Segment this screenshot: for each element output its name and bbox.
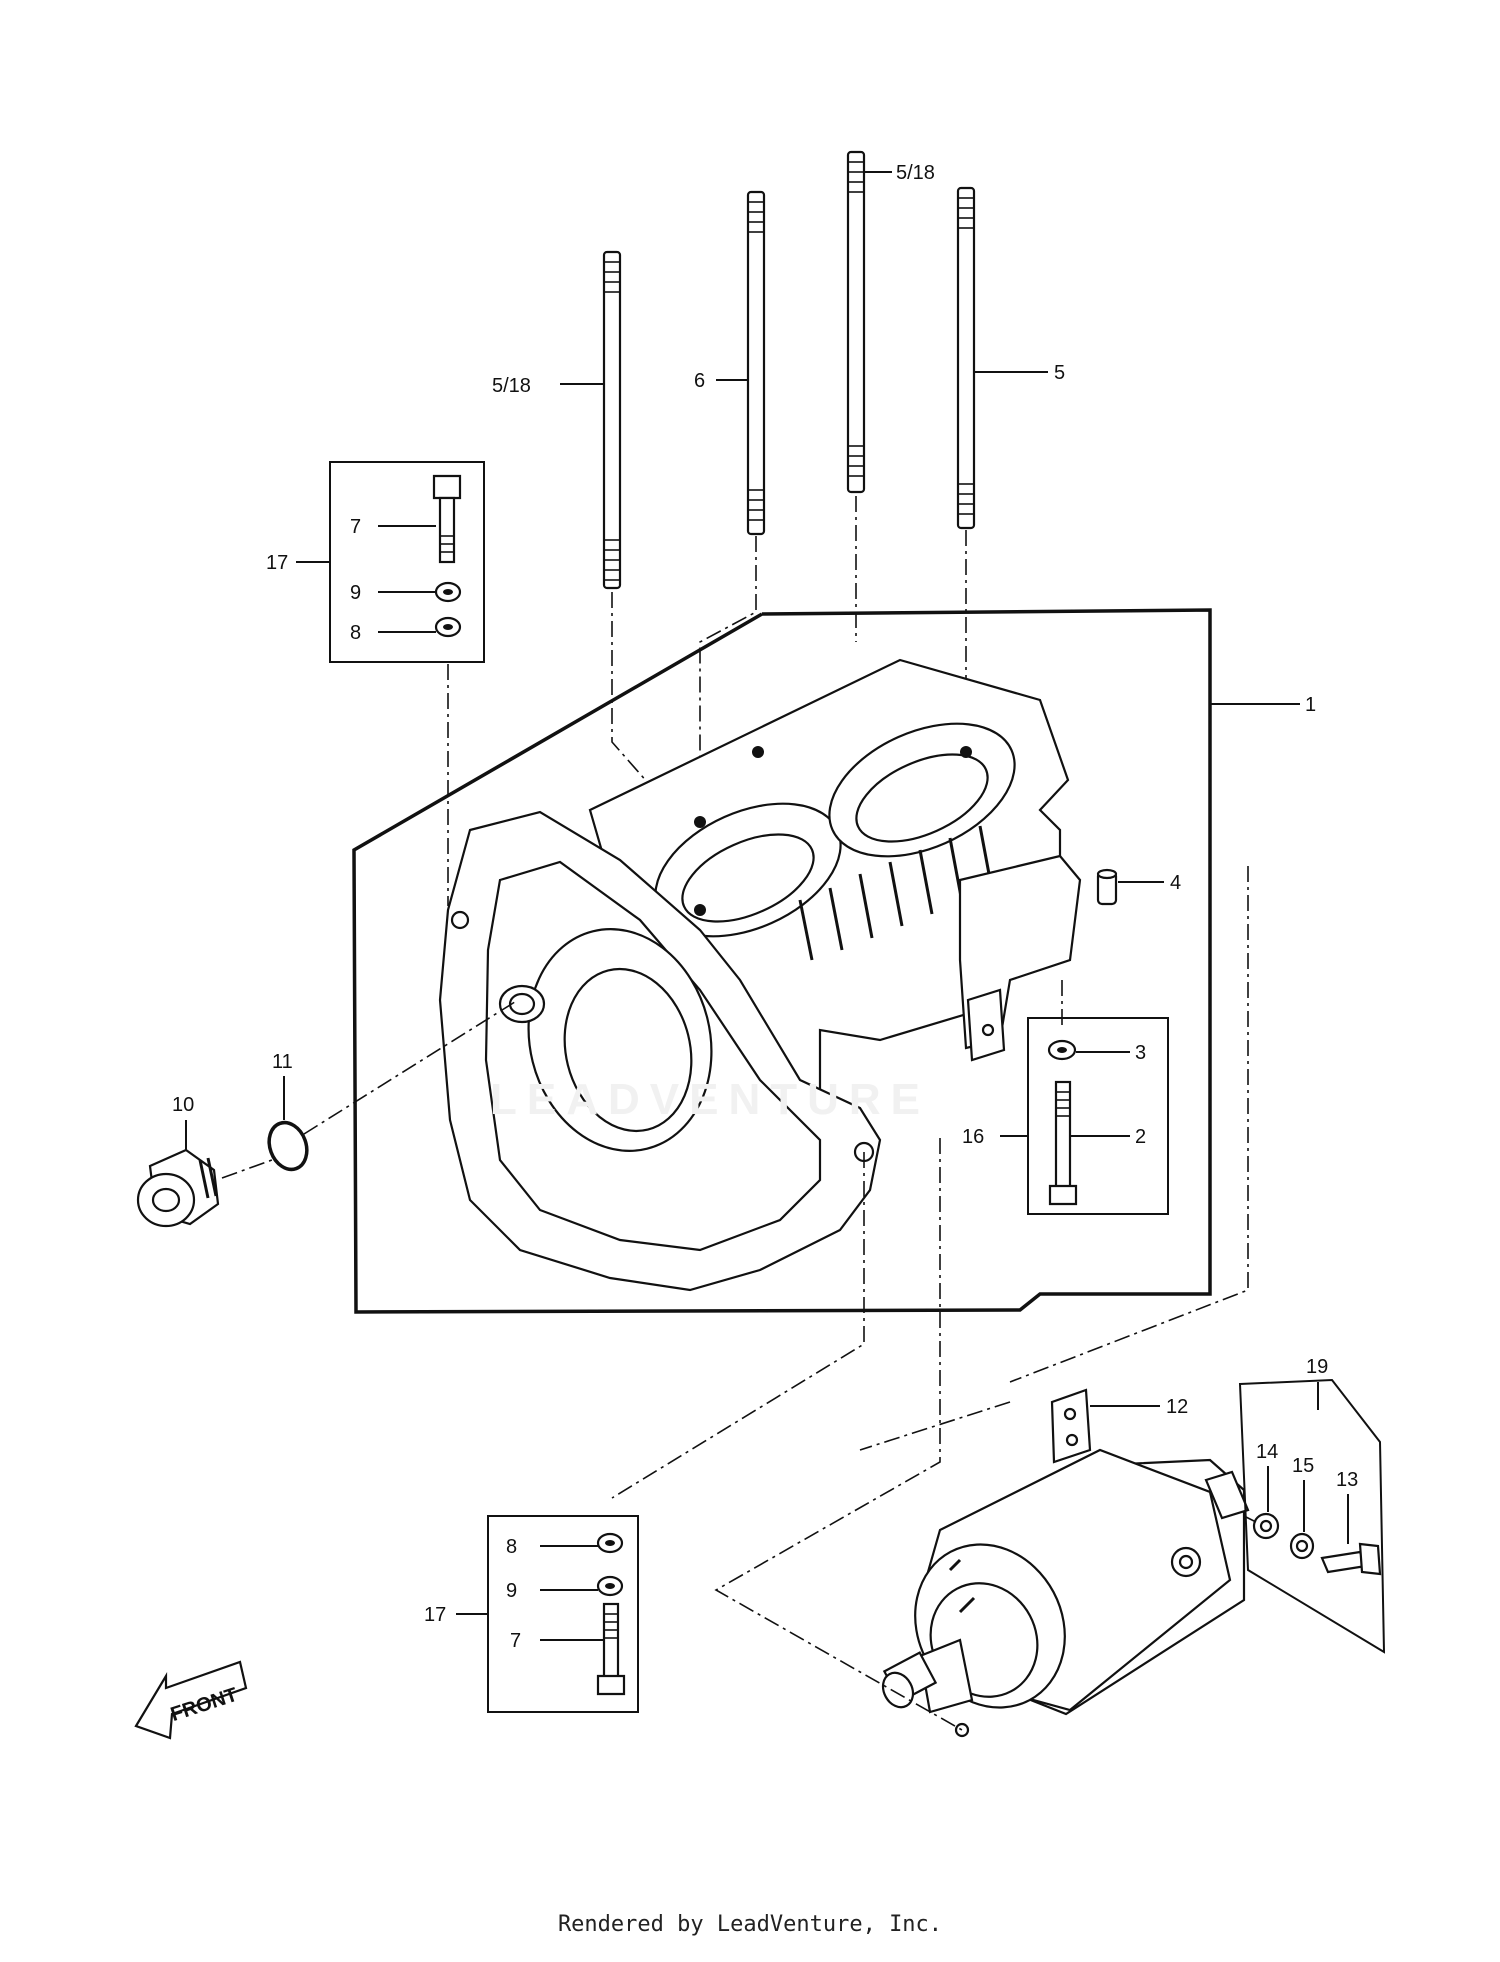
callout-14: 14 — [1256, 1441, 1278, 1463]
callout-9-top: 9 — [350, 582, 361, 604]
callout-17-top: 17 — [266, 552, 288, 574]
callout-15: 15 — [1292, 1455, 1314, 1477]
callout-2: 2 — [1135, 1126, 1146, 1148]
callout-4: 4 — [1170, 872, 1181, 894]
bolt-kit-box-19 — [1238, 1378, 1386, 1654]
callout-13: 13 — [1336, 1469, 1358, 1491]
callout-19: 19 — [1306, 1356, 1328, 1378]
callout-3: 3 — [1135, 1042, 1146, 1064]
starter-bracket — [1050, 1388, 1092, 1464]
footer-credit: Rendered by LeadVenture, Inc. — [557, 1912, 943, 1937]
dowel-pin — [1096, 868, 1118, 906]
watermark: LEADVENTURE — [490, 1075, 931, 1124]
callout-11: 11 — [272, 1051, 293, 1073]
callout-6: 6 — [694, 370, 705, 392]
o-ring — [267, 1120, 309, 1172]
front-direction-arrow: FRONT — [134, 1660, 248, 1740]
callout-5-18-top: 5/18 — [896, 162, 935, 184]
bolt-kit-box-bottom — [487, 1515, 639, 1713]
callout-17-bottom: 17 — [424, 1604, 446, 1626]
callout-7-top: 7 — [350, 516, 361, 538]
callout-8-bottom: 8 — [506, 1536, 517, 1558]
callout-7-bottom: 7 — [510, 1630, 521, 1652]
crankcase-body — [438, 658, 1082, 1292]
callout-16: 16 — [962, 1126, 984, 1148]
crankcase-assembly-frame — [352, 608, 1212, 1314]
bolt-kit-box-right — [1027, 1017, 1169, 1215]
callout-1: 1 — [1305, 694, 1316, 716]
stud-bolt-5 — [956, 186, 976, 530]
callout-10: 10 — [172, 1094, 194, 1116]
callout-labels: 1 2 3 4 5 6 5/18 5/18 7 9 8 17 8 9 7 17 … — [172, 162, 1358, 1652]
stud-bolt-top — [846, 150, 866, 494]
callout-12: 12 — [1166, 1396, 1188, 1418]
stud-bolt-6 — [746, 190, 766, 536]
starter-motor — [881, 1448, 1250, 1738]
callout-8-top: 8 — [350, 622, 361, 644]
stud-bolt-left — [602, 250, 622, 590]
drain-plug — [136, 1148, 220, 1228]
callout-5-18-left: 5/18 — [492, 375, 531, 397]
callout-9-bottom: 9 — [506, 1580, 517, 1602]
callout-5: 5 — [1054, 362, 1065, 384]
